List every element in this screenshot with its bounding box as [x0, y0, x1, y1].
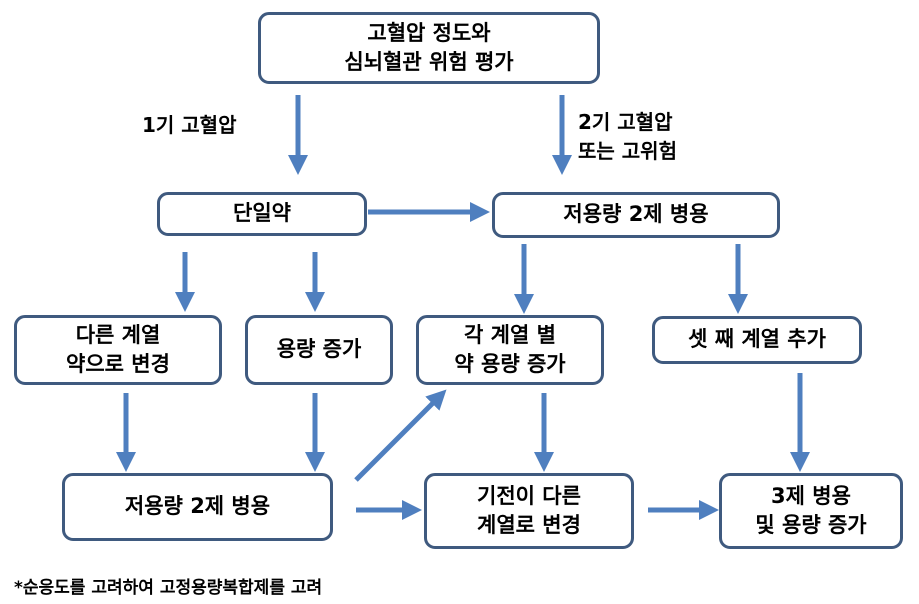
- text-line: 계열로 변경: [477, 513, 581, 537]
- text-line: 다른 계열: [75, 322, 161, 347]
- text-line: 저용량 2제 병용: [124, 494, 271, 519]
- low-dose-dual-box-top: 저용량 2제 병용: [492, 192, 780, 238]
- low-dose-dual-box-top-text: 저용량 2제 병용: [563, 200, 708, 229]
- text-line: 단일약: [233, 201, 291, 226]
- text-line: 약 용량 증가: [454, 352, 566, 376]
- stage1-label-text: 1기 고혈압: [142, 111, 236, 140]
- text-line: 고혈압 정도와: [367, 20, 491, 45]
- text-line: 심뇌혈관 위험 평가: [344, 50, 514, 74]
- text-line: 1기 고혈압: [142, 113, 237, 137]
- arrow-low-dual-to-each-dose-diag: [354, 389, 447, 482]
- add-third-class-box-text: 셋 째 계열 추가: [688, 325, 826, 354]
- low-dose-dual-box-bottom-text: 저용량 2제 병용: [125, 492, 270, 521]
- stage1-label: 1기 고혈압: [142, 111, 236, 140]
- text-line: 또는 고위험: [578, 139, 677, 163]
- text-line: 기전이 다른: [477, 483, 581, 508]
- low-dose-dual-box-bottom: 저용량 2제 병용: [62, 473, 333, 541]
- text-line: 셋 째 계열 추가: [688, 327, 826, 352]
- dose-increase-box-text: 용량 증가: [277, 335, 362, 364]
- footnote: *순응도를 고려하여 고정용량복합제를 고려: [14, 578, 323, 598]
- text-line: 2기 고혈압: [578, 110, 673, 134]
- add-third-class-box: 셋 째 계열 추가: [652, 316, 862, 364]
- text-line: 용량 증가: [276, 337, 362, 362]
- text-line: 3제 병용: [771, 483, 851, 508]
- text-line: 각 계열 별: [464, 322, 556, 347]
- text-line: 저용량 2제 병용: [563, 202, 709, 227]
- monotherapy-box-text: 단일약: [233, 199, 291, 228]
- text-line: 약으로 변경: [66, 352, 170, 376]
- monotherapy-box: 단일약: [157, 192, 367, 236]
- dose-increase-box: 용량 증가: [245, 315, 393, 385]
- text-line: 및 용량 증가: [755, 513, 867, 537]
